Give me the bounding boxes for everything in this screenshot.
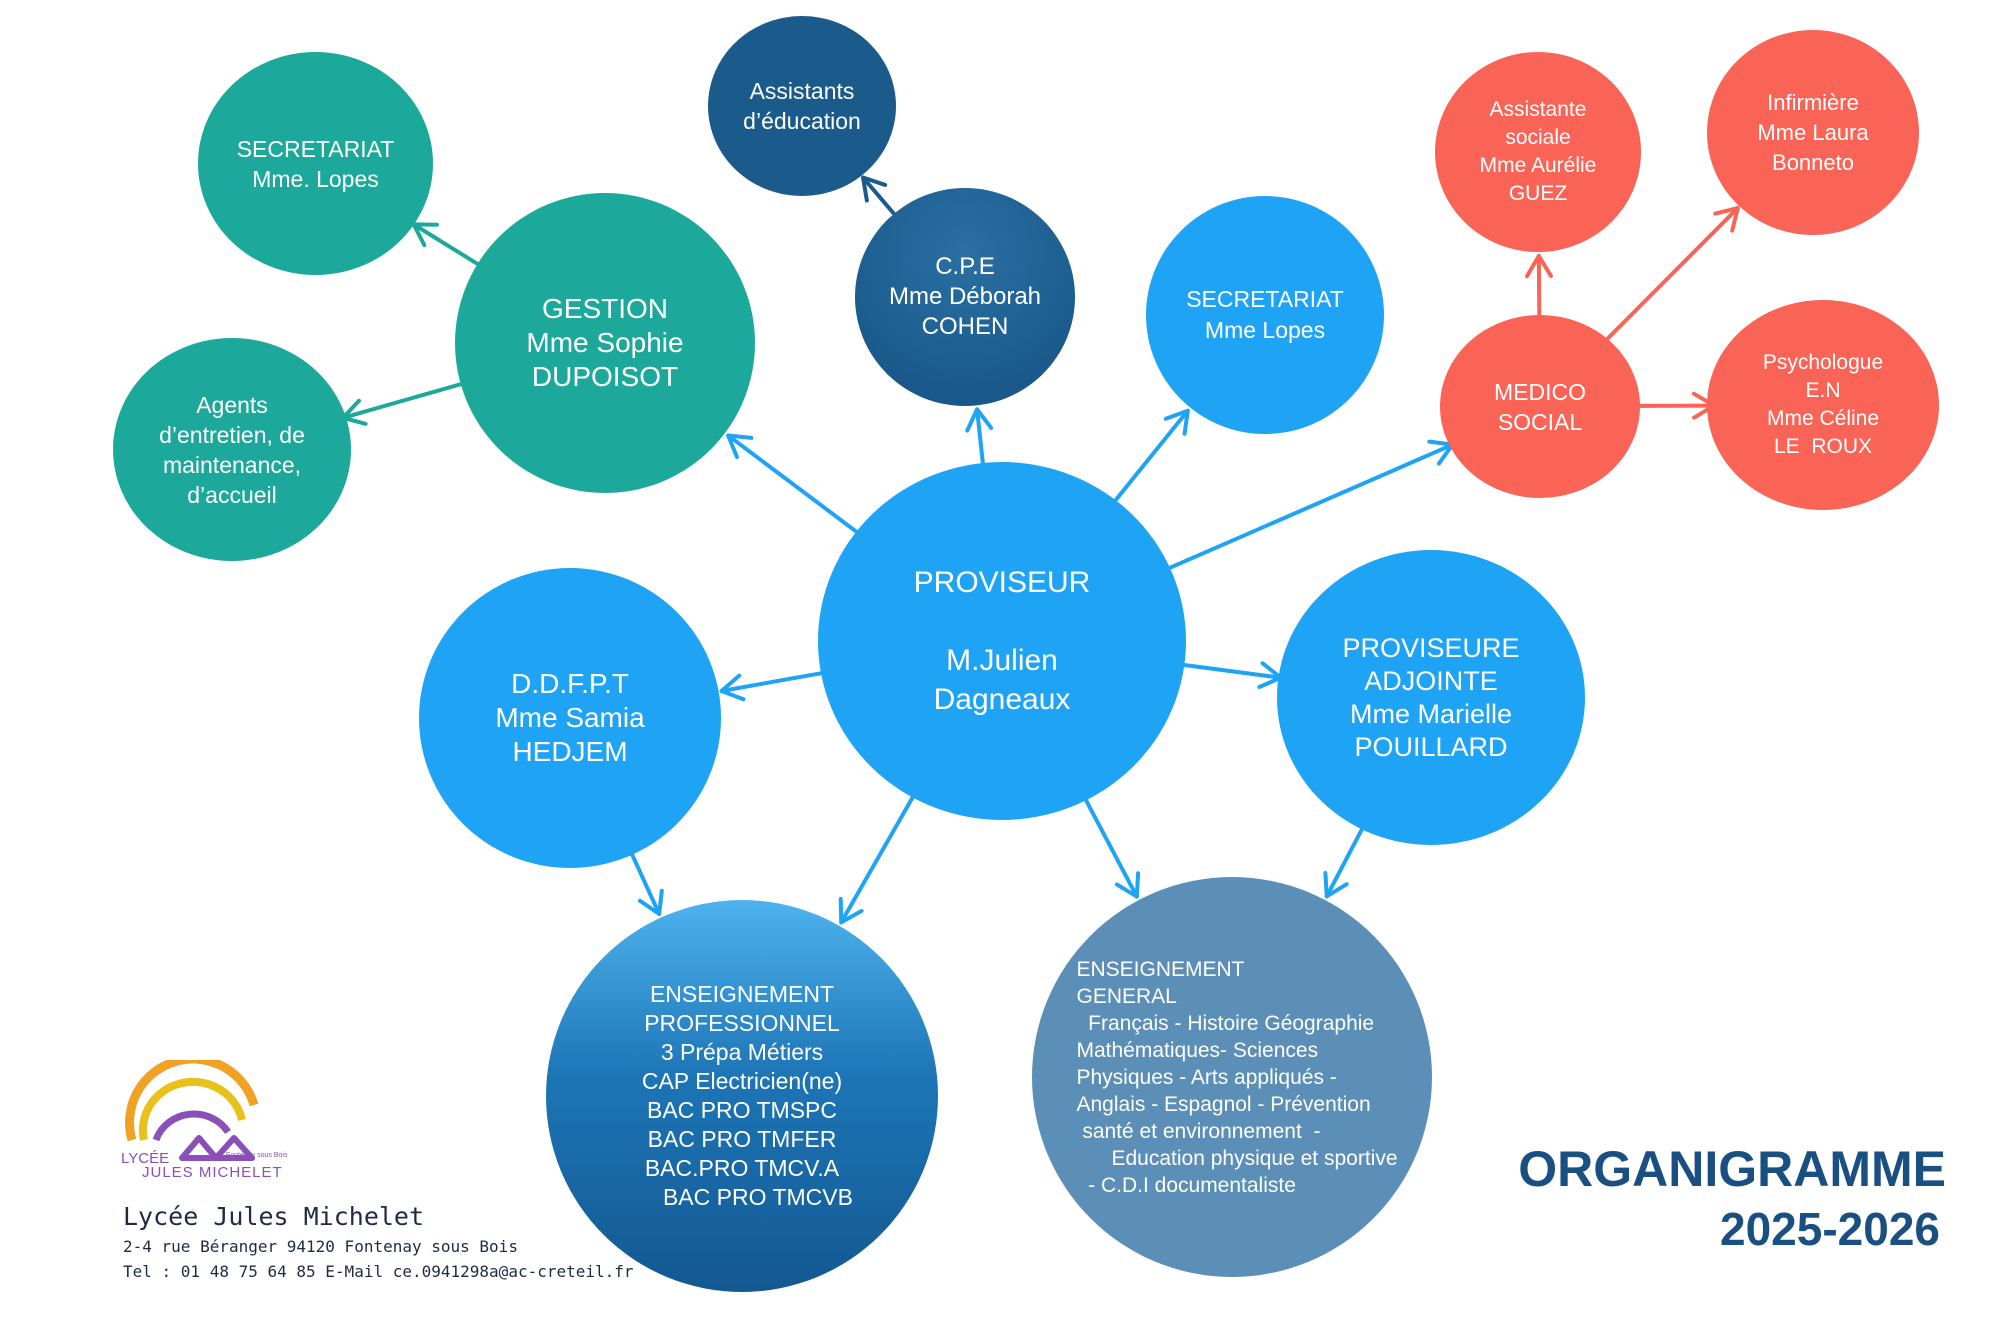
- node-text-line: Dagneaux: [933, 683, 1071, 716]
- school-logo-icon: [125, 1060, 259, 1161]
- arrow-proviseur-to-secretariat: [1112, 408, 1190, 504]
- arrow-cpe-to-assistants: [861, 175, 897, 217]
- node-text-line: Education physique et sportive: [1076, 1146, 1398, 1170]
- node-text-line: M.Julien: [946, 644, 1058, 677]
- secretariat-gestion-node: SECRETARIAT Mme. Lopes: [198, 52, 433, 275]
- arrow-medico-to-infirmiere: [1602, 205, 1740, 344]
- node-text-line: Mathématiques- Sciences: [1076, 1038, 1319, 1062]
- enseignement-professionnel-node: ENSEIGNEMENT PROFESSIONNEL 3 Prépa Métiers…: [546, 900, 938, 1292]
- node-text-line: santé et environnement -: [1076, 1119, 1321, 1143]
- node-text-line: Mme Lopes: [1204, 317, 1326, 343]
- page-subtitle-year: 2025-2026: [1720, 1203, 1940, 1255]
- node-text-line: GENERAL: [1076, 984, 1177, 1008]
- node-text-line: Mme Aurélie: [1479, 154, 1597, 177]
- logo-text-fontenay: Fontenay sous Bois: [226, 1152, 288, 1159]
- node-text-line: BAC PRO TMFER: [647, 1126, 837, 1152]
- assistants-education-node: Assistants d’éducation: [708, 16, 896, 196]
- arrow-ddfpt-to-ens_pro: [630, 852, 664, 916]
- arrow-proviseur-to-gestion: [726, 433, 861, 536]
- node-text-line: Mme Laura: [1757, 119, 1869, 145]
- node-text-line: PROVISEURE: [1342, 632, 1520, 663]
- node-text-line: HEDJEM: [512, 736, 628, 767]
- node-text-line: LE ROUX: [1773, 435, 1873, 458]
- arrow-proviseur-to-ens_pro: [838, 794, 916, 925]
- arrow-proviseur-to-adjointe: [1177, 661, 1283, 690]
- node-text-line: DUPOISOT: [531, 361, 679, 392]
- node-text-line: Mme Céline: [1766, 407, 1880, 430]
- enseignement-general-node: ENSEIGNEMENT GENERAL Français - Histoire …: [1032, 877, 1432, 1277]
- school-name: Lycée Jules Michelet: [123, 1202, 425, 1231]
- node-text-line: Assistants: [749, 78, 855, 104]
- node-text-line: GESTION: [541, 293, 668, 324]
- node-text-line: [914, 602, 1091, 641]
- medico-social-node: MEDICO SOCIAL: [1440, 315, 1640, 498]
- node-text-line: C.P.E: [935, 253, 995, 280]
- arrow-medico-to-assistante_sociale: [1524, 253, 1553, 318]
- arrow-gestion-to-secretariat_gestion: [411, 222, 480, 266]
- node-text-line: BAC PRO TMCVB: [631, 1184, 853, 1210]
- node-text-line: SECRETARIAT: [236, 135, 395, 162]
- node-text-line: Infirmière: [1767, 89, 1859, 115]
- node-text-line: d’éducation: [743, 108, 861, 134]
- logo-text-jules-michelet: JULES MICHELET: [142, 1164, 283, 1181]
- node-text-line: sociale: [1505, 126, 1571, 149]
- node-text-line: - C.D.I documentaliste: [1076, 1173, 1296, 1197]
- node-text-line: BAC.PRO TMCV.A: [644, 1155, 840, 1181]
- school-contact: Tel : 01 48 75 64 85 E-Mail ce.0941298a@…: [123, 1262, 634, 1281]
- node-text-line: d’accueil: [187, 481, 277, 508]
- node-text-line: d’entretien, de: [159, 421, 305, 448]
- node-text-line: Agents: [196, 391, 268, 418]
- arrow-proviseur-to-medico: [1164, 439, 1455, 572]
- arrow-gestion-to-agents: [341, 382, 463, 426]
- node-text-line: Psychologue: [1762, 351, 1884, 374]
- node-text-line: COHEN: [921, 313, 1009, 340]
- node-text-line: Assistante: [1489, 98, 1587, 121]
- node-text-line: Physiques - Arts appliqués -: [1076, 1065, 1337, 1089]
- node-text-line: Mme. Lopes: [252, 165, 379, 192]
- node-text-line: ADJOINTE: [1364, 665, 1498, 696]
- node-text-line: SECRETARIAT: [1186, 286, 1344, 312]
- arrow-adjointe-to-ens_gen: [1323, 826, 1365, 899]
- page-title: ORGANIGRAMME: [1518, 1141, 1946, 1197]
- node-text-line: Bonneto: [1772, 149, 1854, 175]
- node-text-line: POUILLARD: [1354, 731, 1508, 762]
- node-text-line: Français - Histoire Géographie: [1076, 1011, 1375, 1035]
- node-text-line: GUEZ: [1508, 182, 1568, 205]
- agents-node: Agents d’entretien, de maintenance, d’accue…: [113, 338, 351, 561]
- node-text-line: MEDICO: [1494, 378, 1586, 405]
- node-text-line: D.D.F.P.T: [511, 668, 629, 699]
- node-text-line: ENSEIGNEMENT: [649, 981, 834, 1007]
- arrow-proviseur-to-ens_gen: [1083, 797, 1141, 899]
- node-text-line: CAP Electricien(ne): [641, 1068, 843, 1094]
- node-text-line: ENSEIGNEMENT: [1076, 957, 1245, 981]
- arrow-medico-to-psychologue: [1629, 391, 1717, 420]
- node-text-line: maintenance,: [162, 451, 302, 478]
- arrow-proviseur-to-cpe: [965, 407, 994, 466]
- node-text-line: Anglais - Espagnol - Prévention: [1076, 1092, 1371, 1116]
- school-address: 2-4 rue Béranger 94120 Fontenay sous Boi…: [123, 1237, 518, 1256]
- node-text-line: BAC PRO TMSPC: [646, 1097, 837, 1123]
- secretariat-node: SECRETARIAT Mme Lopes: [1146, 196, 1384, 434]
- node-text-line: SOCIAL: [1497, 408, 1583, 435]
- node-text-line: E.N: [1805, 379, 1841, 402]
- node-text-line: Mme Sophie: [526, 327, 684, 358]
- node-text-line: PROVISEUR: [913, 566, 1091, 599]
- node-text-line: 3 Prépa Métiers: [660, 1039, 824, 1065]
- node-text-line: Mme Samia: [495, 702, 645, 733]
- node-text-line: PROFESSIONNEL: [644, 1010, 840, 1036]
- node-text-line: Mme Déborah: [888, 283, 1042, 310]
- logo-text-lycee: LYCÉE: [121, 1150, 170, 1167]
- arrow-proviseur-to-ddfpt: [719, 670, 828, 702]
- node-text-line: Mme Marielle: [1349, 698, 1512, 729]
